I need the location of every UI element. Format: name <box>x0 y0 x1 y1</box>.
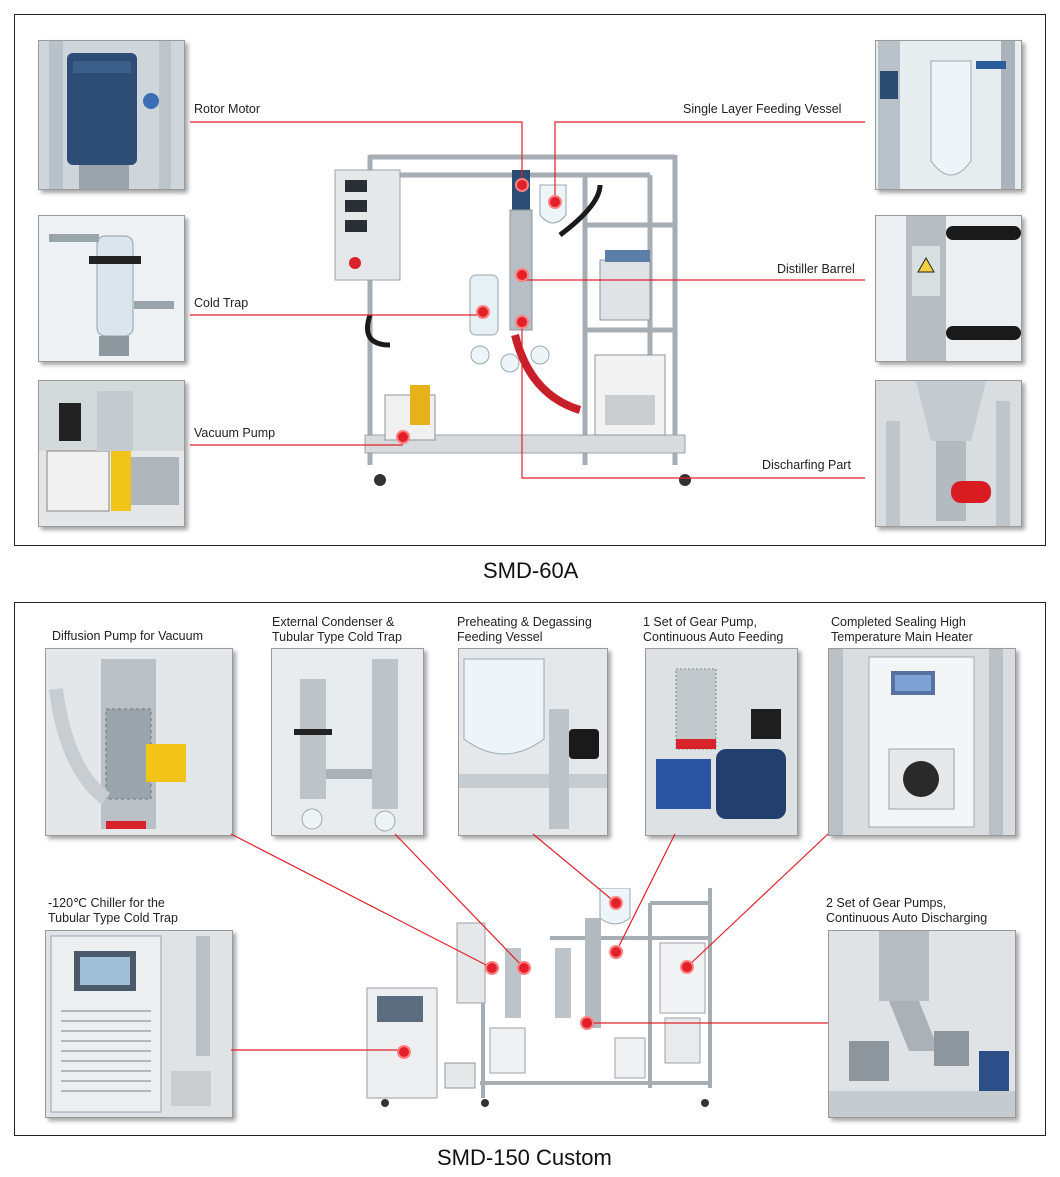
rotor-motor-photo <box>38 40 185 190</box>
heater-label-line1: Completed Sealing High <box>831 615 966 629</box>
smd-150-caption: SMD-150 Custom <box>437 1145 612 1170</box>
gear-pumps2-label-line2: Continuous Auto Discharging <box>826 911 988 925</box>
chiller-photo <box>45 930 233 1118</box>
cold-trap-label: Cold Trap <box>194 296 249 310</box>
vacuum-pump-photo <box>38 380 185 527</box>
gear-pump-feeding-photo <box>645 648 798 836</box>
smd-60a-caption: SMD-60A <box>483 558 579 583</box>
feeding-vessel-label: Single Layer Feeding Vessel <box>683 102 842 116</box>
diffusion-pump-label: Diffusion Pump for Vacuum <box>52 629 203 643</box>
condenser-label-line1: External Condenser & <box>272 615 395 629</box>
preheating-label-line1: Preheating & Degassing <box>457 615 592 629</box>
heater-label-line2: Temperature Main Heater <box>831 630 973 644</box>
gear-pumps2-label-line1: 2 Set of Gear Pumps, <box>826 896 947 910</box>
external-condenser-photo <box>271 648 424 836</box>
preheating-label-line2: Feeding Vessel <box>457 630 543 644</box>
chiller-label-line2: Tubular Type Cold Trap <box>48 911 178 925</box>
main-heater-photo <box>828 648 1016 836</box>
gear-pump-label-line1: 1 Set of Gear Pump, <box>643 615 757 629</box>
distiller-barrel-photo <box>875 215 1022 362</box>
discharging-part-label: Discharfing Part <box>762 458 851 472</box>
gear-pumps-discharging-photo <box>828 930 1016 1118</box>
distiller-barrel-label: Distiller Barrel <box>777 262 855 276</box>
vacuum-pump-label: Vacuum Pump <box>194 426 276 440</box>
rotor-motor-label: Rotor Motor <box>194 102 260 116</box>
smd-60a-machine-illustration <box>330 145 710 490</box>
discharging-part-photo <box>875 380 1022 527</box>
smd-150-machine-illustration <box>365 888 720 1108</box>
gear-pump-label-line2: Continuous Auto Feeding <box>643 630 784 644</box>
diffusion-pump-photo <box>45 648 233 836</box>
feeding-vessel-photo <box>875 40 1022 190</box>
chiller-label-line1: -120℃ Chiller for the <box>48 896 165 910</box>
cold-trap-photo <box>38 215 185 362</box>
condenser-label-line2: Tubular Type Cold Trap <box>272 630 402 644</box>
preheating-vessel-photo <box>458 648 608 836</box>
